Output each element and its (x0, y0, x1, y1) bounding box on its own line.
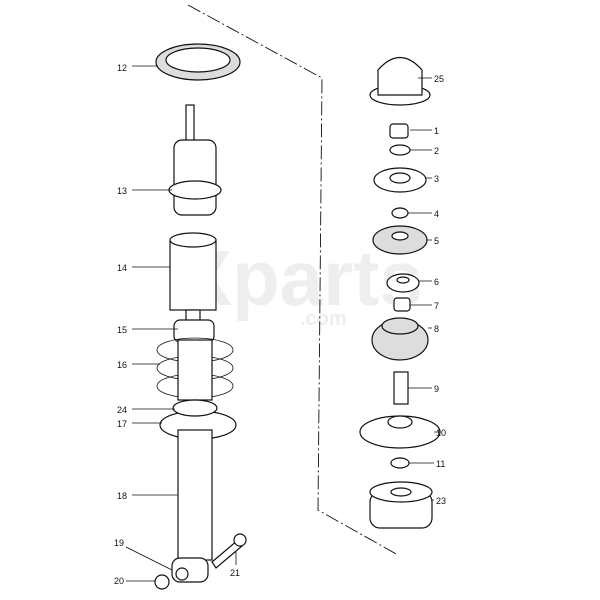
callout-5: 5 (434, 236, 439, 246)
callout-18: 18 (117, 491, 127, 501)
callout-25: 25 (434, 74, 444, 84)
callout-9: 9 (434, 384, 439, 394)
part-4-bushing (391, 207, 409, 219)
callout-20: 20 (114, 576, 124, 586)
part-12-dust-ring (155, 43, 241, 81)
callout-15: 15 (117, 325, 127, 335)
part-1-nut (389, 123, 409, 139)
part-6-washer (386, 273, 420, 293)
watermark-sub: .com (300, 308, 347, 330)
callout-10: 10 (436, 428, 446, 438)
part-11-washer (390, 457, 410, 469)
callout-14: 14 (117, 263, 127, 273)
part-2-washer (389, 144, 411, 156)
callout-16: 16 (117, 360, 127, 370)
part-5-rubber-mount (372, 225, 428, 255)
callout-12: 12 (117, 63, 127, 73)
part-14-protective-tube (169, 232, 217, 311)
callout-8: 8 (434, 324, 439, 334)
part-9-sleeve (393, 371, 409, 405)
callout-7: 7 (434, 301, 439, 311)
callout-19: 19 (114, 538, 124, 548)
callout-2: 2 (434, 146, 439, 156)
callout-23: 23 (436, 496, 446, 506)
part-15-spacer (173, 309, 215, 343)
callout-6: 6 (434, 277, 439, 287)
callout-4: 4 (434, 209, 439, 219)
leader-lines (125, 65, 440, 582)
part-7-nut (393, 297, 411, 312)
callout-17: 17 (117, 419, 127, 429)
callout-21: 21 (230, 568, 240, 578)
part-16-coil-spring (156, 337, 234, 401)
part-23-buffer (369, 481, 433, 529)
part-18-shock-body (171, 429, 213, 583)
callout-24: 24 (117, 405, 127, 415)
callout-11: 11 (436, 459, 445, 469)
part-21-bolt (211, 533, 247, 569)
part-8-bearing (371, 317, 429, 361)
part-3-cup (373, 167, 427, 193)
part-25-cap (369, 56, 431, 106)
assembly-axis-line (187, 4, 399, 556)
callout-3: 3 (434, 174, 439, 184)
part-13-bump-stop (168, 104, 222, 216)
callout-1: 1 (434, 126, 439, 136)
part-10-spring-plate (359, 415, 441, 449)
part-20-nut (154, 574, 170, 590)
callout-13: 13 (117, 186, 127, 196)
